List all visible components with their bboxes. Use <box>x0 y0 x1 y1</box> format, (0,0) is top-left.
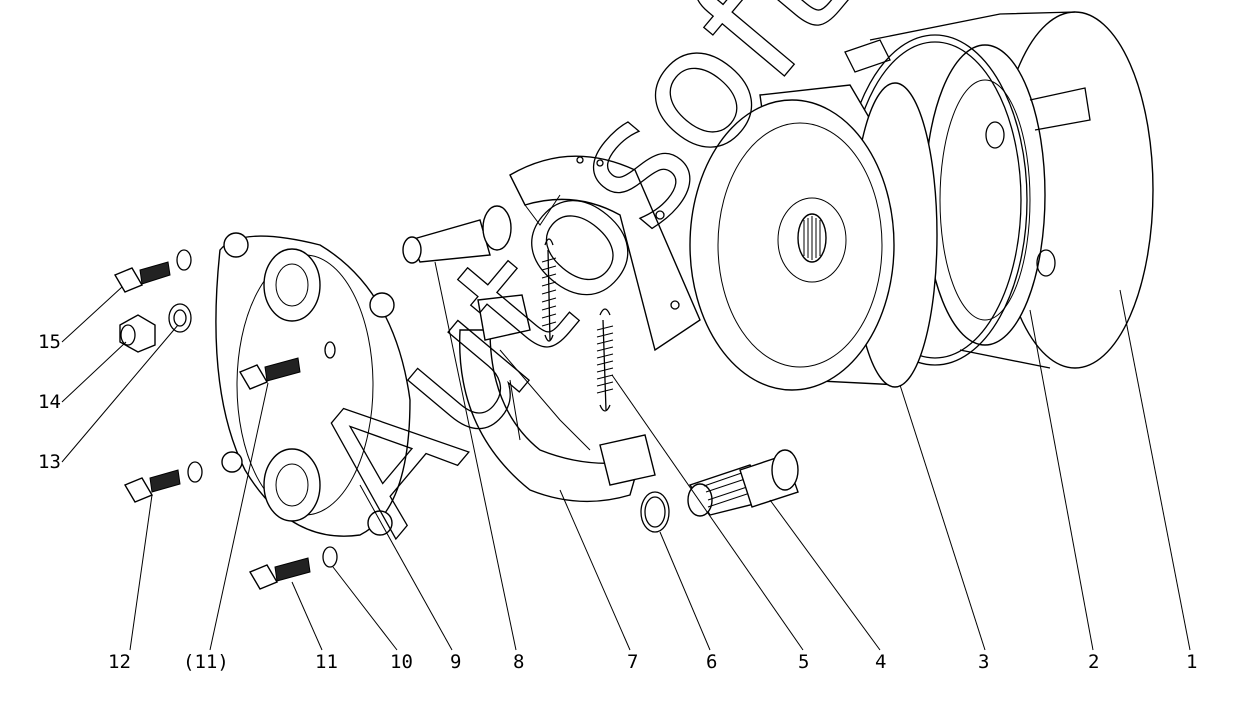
leader-lines <box>61 261 1191 651</box>
part-5-spring <box>541 238 614 412</box>
part-10-washer <box>322 546 338 568</box>
part-4-spline-shaft <box>687 449 799 517</box>
label-3: 3 <box>978 651 989 673</box>
label-11b: (11) <box>183 651 229 673</box>
label-4: 4 <box>875 651 886 673</box>
part-13-washer <box>168 249 192 333</box>
label-14: 14 <box>38 391 61 413</box>
label-15: 15 <box>38 331 61 353</box>
label-7: 7 <box>627 651 638 673</box>
label-13: 13 <box>38 451 61 473</box>
part-15-bolt <box>113 261 171 293</box>
label-12: 12 <box>108 651 131 673</box>
part-labels: 15 14 13 12 (11) 11 10 9 8 7 6 5 4 3 2 1 <box>38 331 1197 673</box>
label-6: 6 <box>706 651 717 673</box>
part-12-bolt <box>123 461 203 503</box>
label-8: 8 <box>513 651 524 673</box>
part-8-pin <box>402 205 512 264</box>
label-2: 2 <box>1088 651 1099 673</box>
label-5: 5 <box>798 651 809 673</box>
part-9-cover-plate <box>215 232 411 537</box>
label-9: 9 <box>450 651 461 673</box>
label-1: 1 <box>1186 651 1197 673</box>
part-14-nut <box>119 314 156 353</box>
part-11-bolt <box>248 557 311 590</box>
label-11: 11 <box>315 651 338 673</box>
part-6-o-ring <box>640 491 670 533</box>
part-11b-stud <box>238 357 301 390</box>
part-7-brake-shoes <box>458 155 701 503</box>
label-10: 10 <box>390 651 413 673</box>
part-3-drum <box>689 82 938 391</box>
